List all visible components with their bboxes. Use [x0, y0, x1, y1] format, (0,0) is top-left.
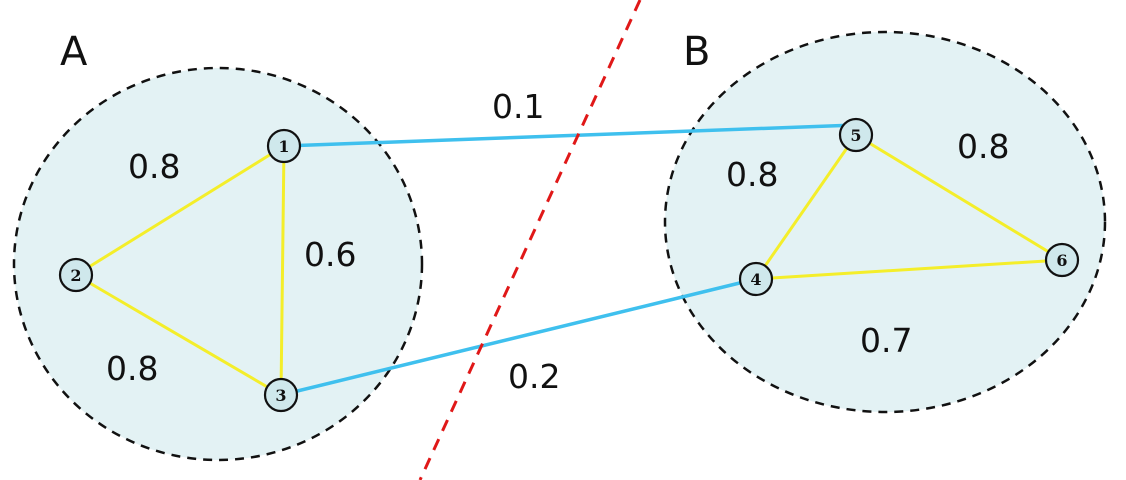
- node-5: 5: [838, 117, 874, 153]
- node-6: 6: [1044, 242, 1080, 278]
- node-3: 3: [263, 377, 299, 413]
- edge-1-5: [283, 123, 857, 148]
- edge-5-6: [855, 133, 1063, 262]
- edge-1-2: [75, 144, 285, 277]
- edge-2-3: [75, 273, 282, 397]
- weight-label-1-5: 0.1: [492, 87, 544, 126]
- cut-line: [418, 0, 642, 480]
- node-2: 2: [58, 257, 94, 293]
- weight-label-4-5: 0.8: [726, 155, 778, 194]
- edge-1-3: [279, 145, 286, 396]
- edge-4-6: [755, 258, 1063, 281]
- cluster-b-label: B: [683, 29, 710, 75]
- cluster-a-label: A: [60, 29, 88, 75]
- weight-label-2-3: 0.8: [106, 349, 158, 388]
- edge-3-4: [280, 277, 757, 397]
- weight-label-3-4: 0.2: [508, 357, 560, 396]
- node-3-label: 3: [275, 386, 286, 405]
- node-6-label: 6: [1056, 251, 1067, 270]
- weight-label-1-2: 0.8: [128, 147, 180, 186]
- weight-label-1-3: 0.6: [304, 235, 356, 274]
- cluster-a-boundary: [12, 66, 424, 462]
- node-1: 1: [266, 128, 302, 164]
- node-4: 4: [738, 261, 774, 297]
- weight-label-4-6: 0.7: [860, 321, 912, 360]
- edge-4-5: [754, 134, 858, 280]
- node-1-label: 1: [278, 137, 289, 156]
- node-4-label: 4: [750, 270, 761, 289]
- node-5-label: 5: [850, 126, 861, 145]
- weight-label-5-6: 0.8: [957, 127, 1009, 166]
- node-2-label: 2: [70, 266, 81, 285]
